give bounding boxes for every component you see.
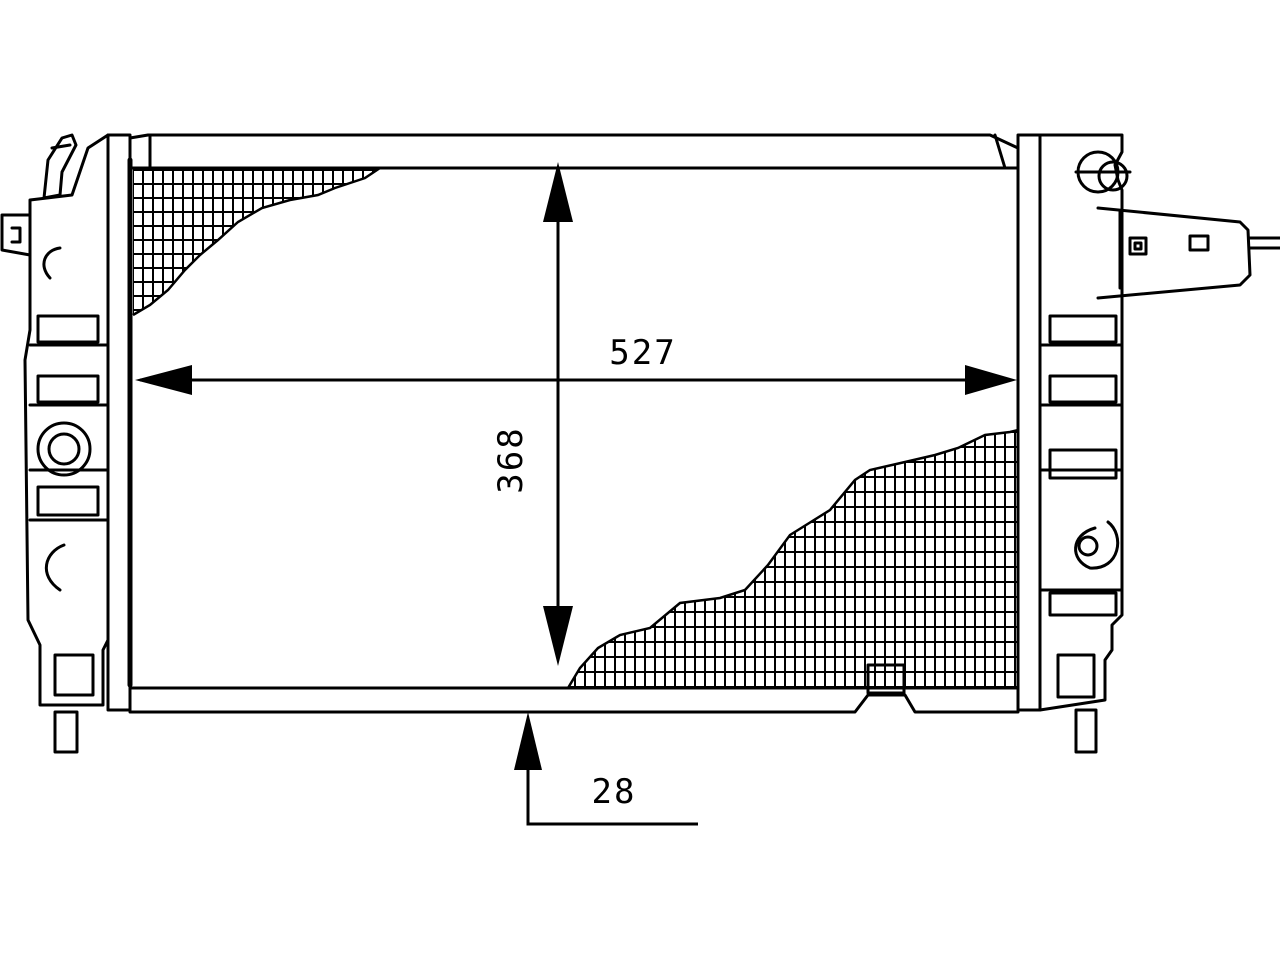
- width-dimension: 527: [135, 333, 1017, 395]
- left-side-plate: [106, 133, 133, 712]
- height-arrowhead-top: [543, 162, 573, 222]
- core-fins-top-left: [133, 169, 380, 315]
- depth-arrowhead: [514, 712, 542, 770]
- top-header: [128, 133, 1020, 170]
- height-arrowhead-bottom: [543, 606, 573, 666]
- core-fins-bottom-right: [568, 431, 1018, 688]
- core-cutaway-edge-bottom: [566, 428, 1019, 689]
- right-side-plate: [1016, 133, 1042, 712]
- width-dimension-label: 527: [609, 333, 676, 373]
- height-dimension-label: 368: [491, 426, 531, 493]
- left-tank-filler-port: [36, 421, 92, 477]
- left-tank: [0, 133, 110, 754]
- width-arrowhead-right: [965, 365, 1017, 395]
- depth-dimension: 28: [514, 712, 698, 826]
- depth-dimension-label: 28: [592, 772, 637, 812]
- right-tank: [1038, 133, 1132, 754]
- width-arrowhead-left: [135, 365, 192, 395]
- right-tank-cap: [1074, 150, 1132, 194]
- height-dimension: 368: [491, 162, 573, 666]
- core-cutaway-edge-top: [132, 166, 381, 317]
- mounting-bracket: [1096, 206, 1280, 300]
